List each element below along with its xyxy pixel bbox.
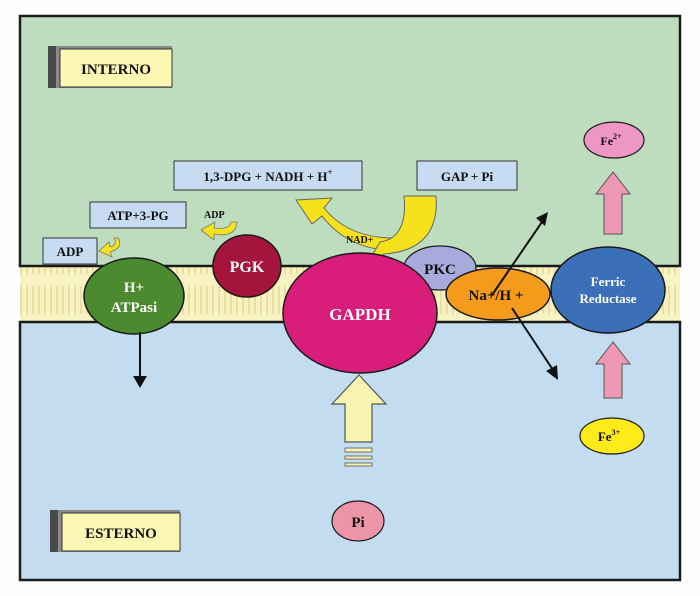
- ferric-line2: Reductase: [579, 291, 636, 306]
- arrow-out-icon: [491, 212, 548, 296]
- curved-arrow-icon: [295, 197, 399, 251]
- adp-text: ADP: [57, 244, 84, 259]
- fe2-text: Fe: [600, 134, 613, 148]
- gap-text: GAP + Pi: [441, 169, 494, 184]
- svg-text:1,3-DPG + NADH + H+: 1,3-DPG + NADH + H+: [203, 167, 332, 184]
- atp-box: ATP+3-PG: [89, 201, 187, 229]
- fe2-sup: 2+: [613, 132, 622, 141]
- pkc-text: PKC: [424, 262, 456, 278]
- pink-arrow-up-icon: [594, 341, 632, 399]
- na-h-exchanger: Na+/H +: [445, 267, 551, 321]
- arrow-in-icon: [511, 307, 558, 380]
- exchanger-text: Na+/H +: [468, 288, 523, 304]
- esterno-text: ESTERNO: [85, 526, 157, 542]
- pgk-protein: PGK: [212, 234, 282, 298]
- fe3-text: Fe: [598, 429, 612, 444]
- pgk-text: PGK: [230, 259, 265, 276]
- ferric-reductase-protein: Ferric Reductase: [550, 246, 666, 334]
- svg-text:Fe2+: Fe2+: [600, 132, 622, 148]
- fe2-ion: Fe2+: [583, 121, 645, 159]
- gapdh-protein: GAPDH: [282, 252, 438, 374]
- pi-ion: Pi: [331, 500, 385, 542]
- dpg-sup: +: [328, 167, 333, 177]
- h-atpase-protein: H+ ATPasi: [83, 257, 185, 335]
- adp-small-label: ADP: [204, 210, 225, 221]
- curved-arrow-icon: [366, 195, 437, 264]
- dpg-box: 1,3-DPG + NADH + H+: [173, 160, 363, 191]
- nad-label: NAD+: [346, 235, 374, 246]
- fe3-ion: Fe3+: [579, 417, 645, 455]
- adp-box: ADP: [42, 237, 98, 265]
- interno-text: INTERNO: [81, 62, 151, 78]
- esterno-label: ESTERNO: [50, 510, 181, 552]
- interno-label: INTERNO: [48, 46, 173, 88]
- gapdh-text: GAPDH: [329, 305, 390, 324]
- h-atpase-line2: ATPasi: [111, 300, 157, 316]
- fe3-sup: 3+: [612, 428, 621, 437]
- curved-arrow-icon: [200, 221, 238, 241]
- pi-arrow-up-icon: [330, 374, 388, 467]
- ferric-line1: Ferric: [591, 274, 626, 289]
- curved-arrow-icon: [98, 237, 121, 258]
- h-atpase-line1: H+: [124, 280, 144, 296]
- pi-text: Pi: [351, 515, 364, 531]
- gap-box: GAP + Pi: [416, 160, 518, 191]
- pink-arrow-up-icon: [594, 171, 632, 235]
- arrow-down-icon: [133, 332, 147, 388]
- dpg-text: 1,3-DPG + NADH + H: [203, 169, 327, 184]
- atp-text: ATP+3-PG: [107, 208, 168, 223]
- svg-text:Fe3+: Fe3+: [598, 428, 621, 444]
